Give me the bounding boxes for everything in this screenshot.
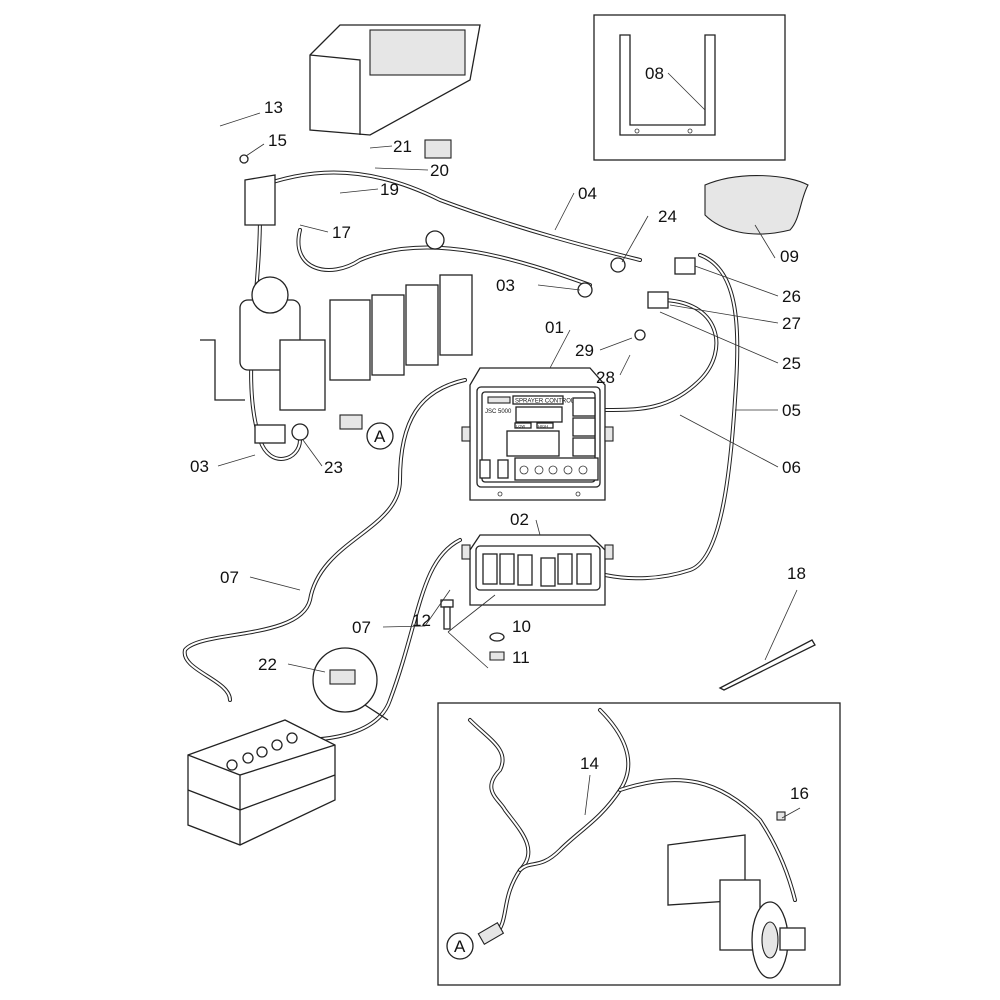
harness-wires: [182, 170, 740, 742]
low-label: LOW: [516, 424, 525, 429]
callout-26: 26: [782, 287, 801, 306]
callout-08: 08: [645, 64, 664, 83]
callout-03-top: 03: [496, 276, 515, 295]
callout-22: 22: [258, 655, 277, 674]
callout-25: 25: [782, 354, 801, 373]
plate-19: [244, 174, 276, 226]
callout-10: 10: [512, 617, 531, 636]
controller-model-text: JSC 5000: [485, 409, 512, 415]
switch-box: [461, 534, 614, 606]
valve-block: [200, 230, 473, 444]
fasteners: [440, 594, 505, 669]
callout-01: 01: [545, 318, 564, 337]
callout-a-circle-inset: [446, 932, 474, 960]
harness-inset: [437, 702, 841, 986]
callout-23: 23: [324, 458, 343, 477]
controller-brand-text: SPRAYER CONTROL: [515, 399, 575, 405]
leader-lines: [217, 72, 801, 819]
callout-07-left: 07: [220, 568, 239, 587]
washer-29: [634, 329, 646, 341]
callout-16: 16: [790, 784, 809, 803]
connector-24: [610, 257, 626, 273]
callout-11: 11: [512, 648, 530, 667]
socket-26: [674, 257, 696, 275]
fuse-detail: [312, 647, 389, 721]
callout-a-inset: A: [454, 937, 466, 956]
callout-07-mid: 07: [352, 618, 371, 637]
callout-13: 13: [264, 98, 283, 117]
callout-21: 21: [393, 137, 412, 156]
cable-tie: [718, 639, 816, 691]
callout-12: 12: [412, 611, 431, 630]
callout-19: 19: [380, 180, 399, 199]
callout-05: 05: [782, 401, 801, 420]
valve-box: [309, 24, 481, 159]
cover-09: [704, 174, 809, 235]
callout-a-circle: [366, 422, 394, 450]
callout-15: 15: [268, 131, 287, 150]
callout-20: 20: [430, 161, 449, 180]
callout-06: 06: [782, 458, 801, 477]
connector-03: [577, 282, 593, 298]
callout-14: 14: [580, 754, 599, 773]
high-label: HIGH: [538, 424, 548, 429]
connector-23: [291, 423, 309, 441]
callout-a: A: [374, 427, 386, 446]
callout-29: 29: [575, 341, 594, 360]
callout-27: 27: [782, 314, 801, 333]
callout-24: 24: [658, 207, 677, 226]
battery: [187, 719, 336, 846]
callout-labels: 13 15 21 20 19 17 08 04 24 09 03 26 27 0…: [190, 64, 809, 956]
bracket-inset: [593, 14, 786, 161]
sprayer-controller: SPRAYER CONTROL JSC 5000 LOW HIGH: [461, 367, 614, 501]
callout-03-left: 03: [190, 457, 209, 476]
callout-09: 09: [780, 247, 799, 266]
callout-04: 04: [578, 184, 597, 203]
callout-17: 17: [332, 223, 351, 242]
washer-15: [239, 154, 249, 164]
callout-02: 02: [510, 510, 529, 529]
callout-18: 18: [787, 564, 806, 583]
socket-25: [647, 291, 669, 309]
callout-28: 28: [596, 368, 615, 387]
